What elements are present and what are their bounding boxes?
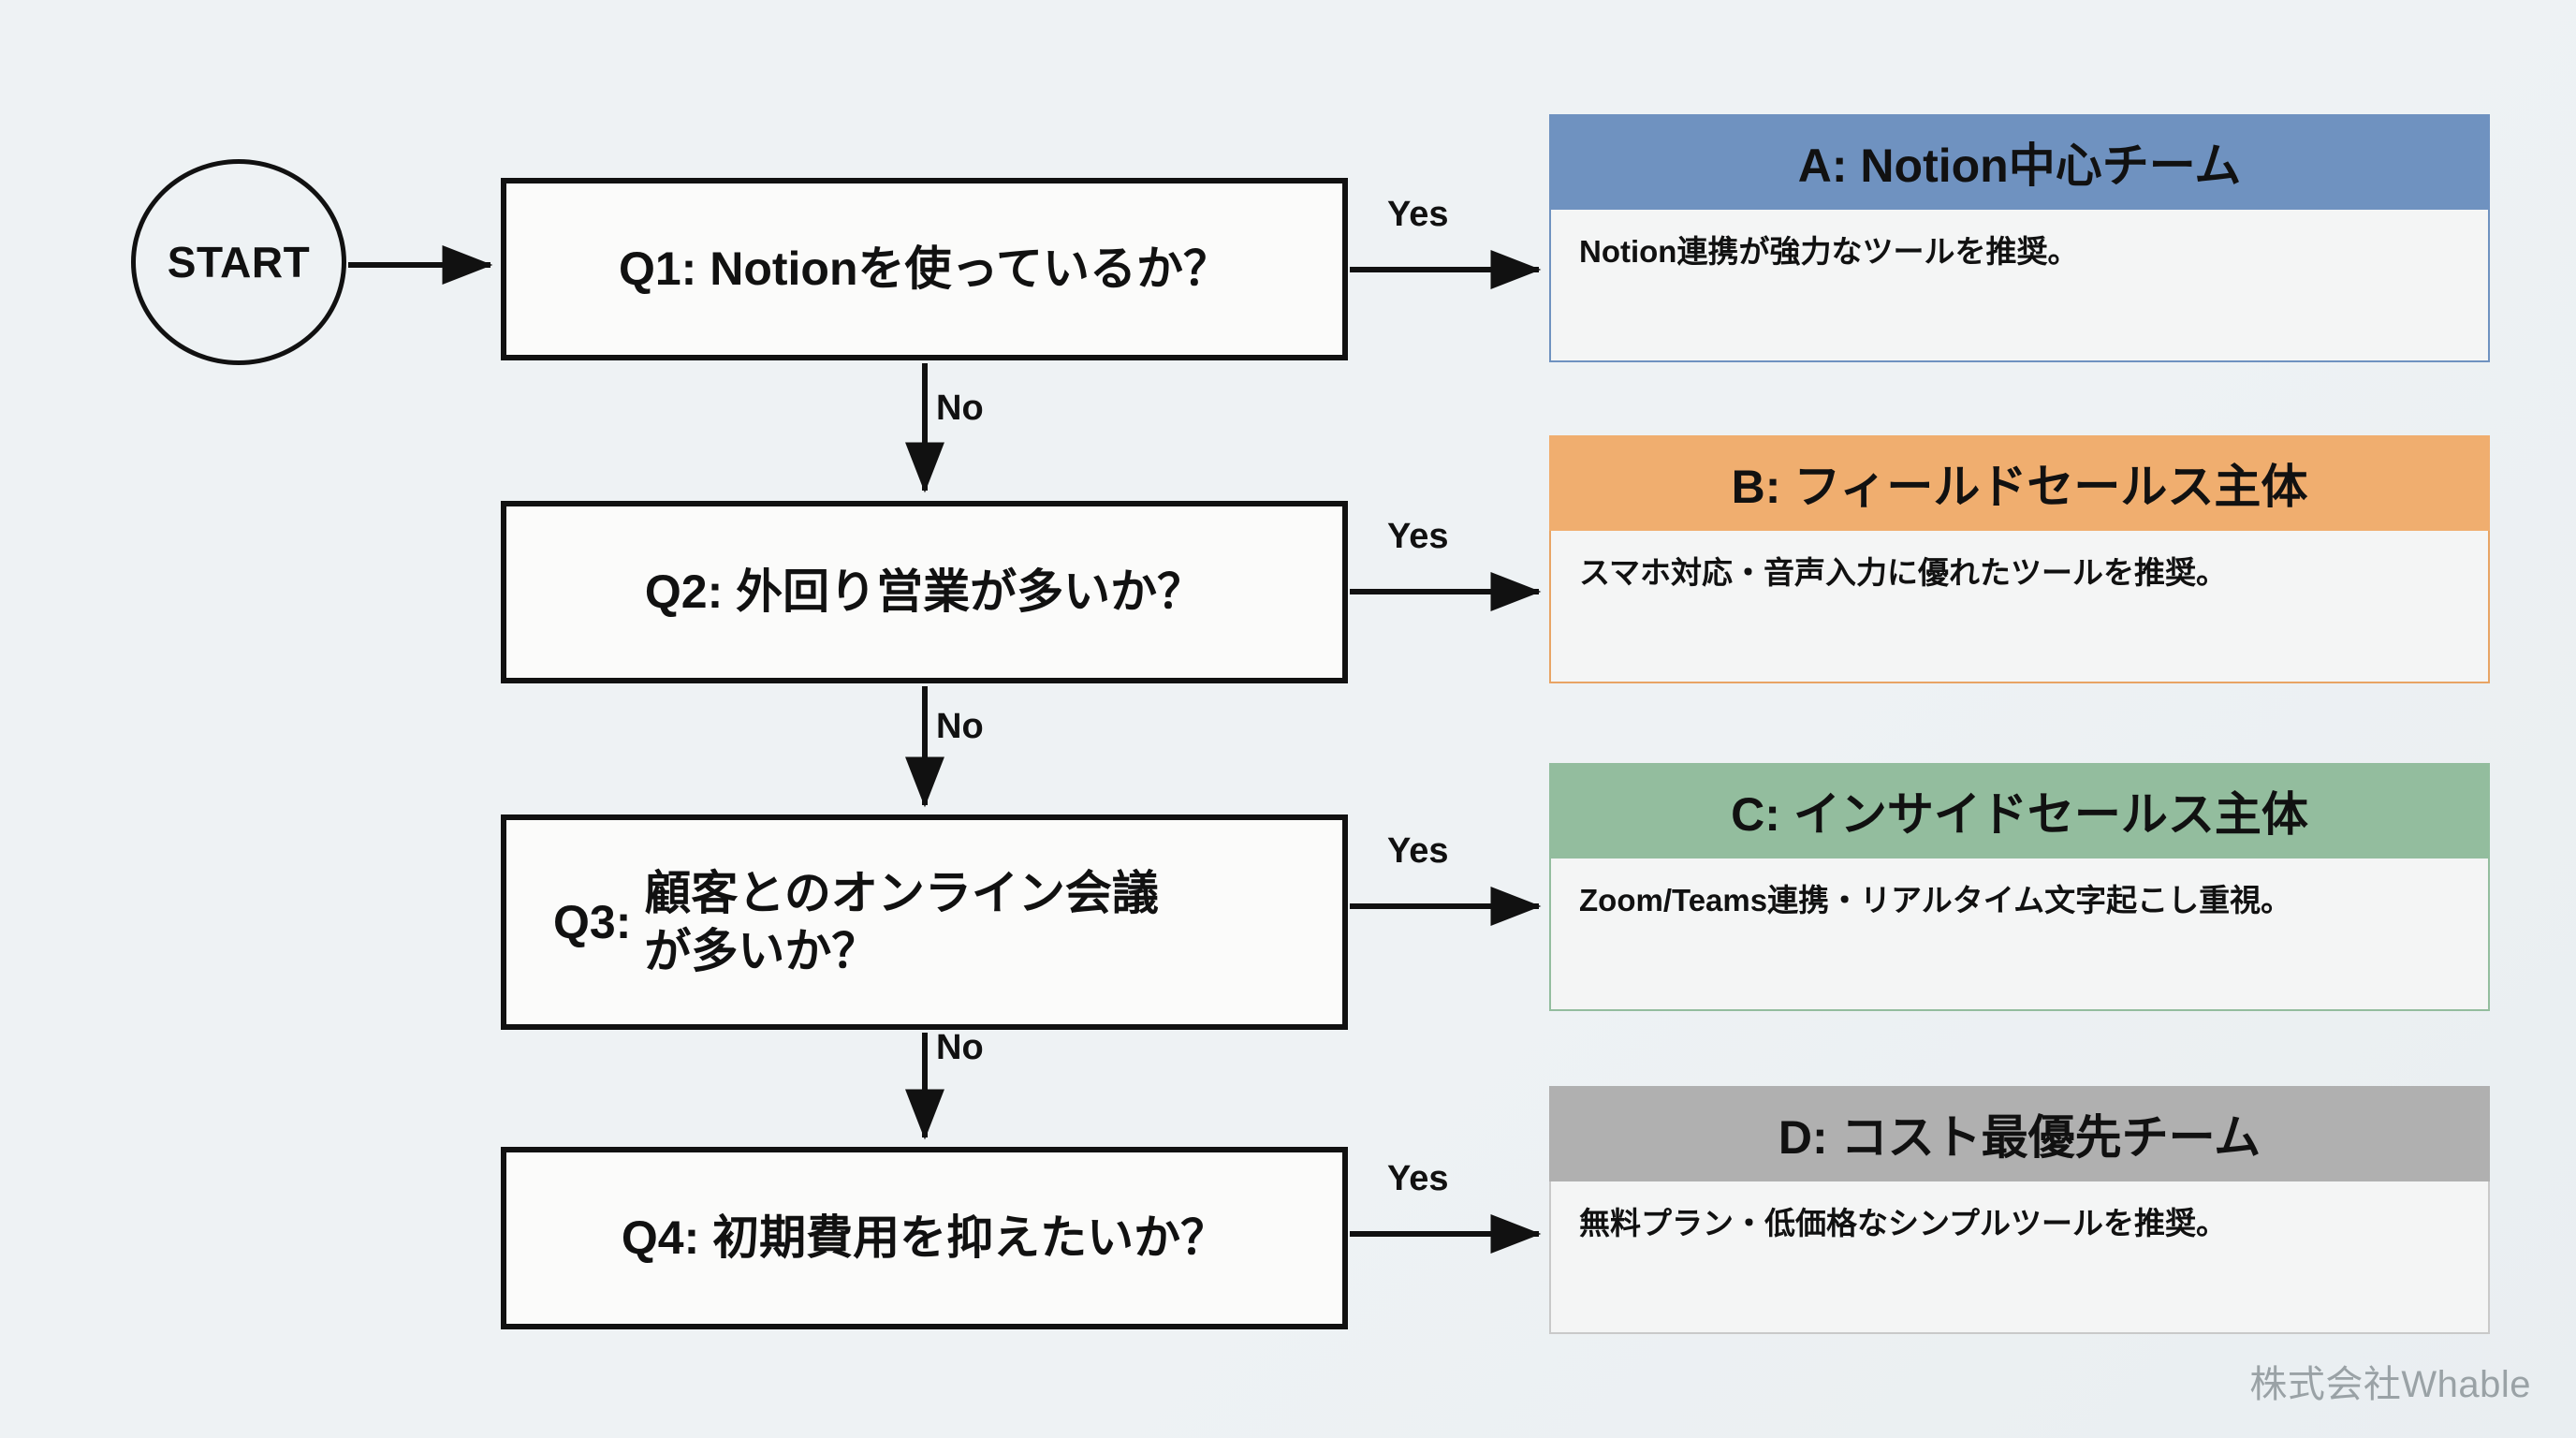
result-card-d-description: 無料プラン・低価格なシンプルツールを推奨。: [1579, 1206, 2228, 1240]
question-box-q4[interactable]: Q4: 初期費用を抑えたいか？: [501, 1147, 1348, 1329]
result-card-c-description: Zoom/Teams連携・リアルタイム文字起こし重視。: [1579, 883, 2292, 917]
result-card-d-body: 無料プラン・低価格なシンプルツールを推奨。: [1549, 1181, 2490, 1334]
question-text-q3: 顧客とのオンライン会議 が多いか？: [644, 866, 1159, 978]
result-card-b-description: スマホ対応・音声入力に優れたツールを推奨。: [1579, 555, 2228, 590]
edge-label-yes-q3: Yes: [1387, 831, 1449, 871]
result-card-b-body: スマホ対応・音声入力に優れたツールを推奨。: [1549, 531, 2490, 683]
result-card-c-body: Zoom/Teams連携・リアルタイム文字起こし重視。: [1549, 858, 2490, 1011]
edge-label-yes-q2: Yes: [1387, 517, 1449, 556]
result-card-b[interactable]: B: フィールドセールス主体 スマホ対応・音声入力に優れたツールを推奨。: [1549, 435, 2490, 683]
result-card-a-description: Notion連携が強力なツールを推奨。: [1579, 234, 2079, 269]
question-text-q4: Q4: 初期費用を抑えたいか？: [621, 1211, 1228, 1265]
result-card-a-body: Notion連携が強力なツールを推奨。: [1549, 210, 2490, 362]
edge-label-no-q2: No: [936, 707, 984, 746]
edge-label-no-q3: No: [936, 1028, 984, 1067]
question-prefix-q3: Q3:: [553, 896, 632, 948]
watermark: 株式会社Whable: [2249, 1364, 2531, 1405]
result-card-b-title: B: フィールドセールス主体: [1549, 435, 2490, 531]
result-card-a[interactable]: A: Notion中心チーム Notion連携が強力なツールを推奨。: [1549, 114, 2490, 362]
question-box-q3[interactable]: Q3: 顧客とのオンライン会議 が多いか？: [501, 814, 1348, 1030]
question-box-q1[interactable]: Q1: Notionを使っているか？: [501, 178, 1348, 360]
result-card-d-title: D: コスト最優先チーム: [1549, 1086, 2490, 1181]
result-card-c[interactable]: C: インサイドセールス主体 Zoom/Teams連携・リアルタイム文字起こし重…: [1549, 763, 2490, 1011]
question-box-q2[interactable]: Q2: 外回り営業が多いか？: [501, 501, 1348, 683]
edge-label-yes-q4: Yes: [1387, 1159, 1449, 1198]
edge-label-yes-q1: Yes: [1387, 195, 1449, 234]
start-label: START: [167, 238, 311, 286]
result-card-c-title: C: インサイドセールス主体: [1549, 763, 2490, 858]
question-text-q2: Q2: 外回り営業が多いか？: [644, 565, 1205, 619]
question-text-q1: Q1: Notionを使っているか？: [618, 242, 1231, 296]
start-node[interactable]: START: [131, 159, 346, 365]
edge-label-no-q1: No: [936, 389, 984, 428]
result-card-d[interactable]: D: コスト最優先チーム 無料プラン・低価格なシンプルツールを推奨。: [1549, 1086, 2490, 1334]
result-card-a-title: A: Notion中心チーム: [1549, 114, 2490, 210]
